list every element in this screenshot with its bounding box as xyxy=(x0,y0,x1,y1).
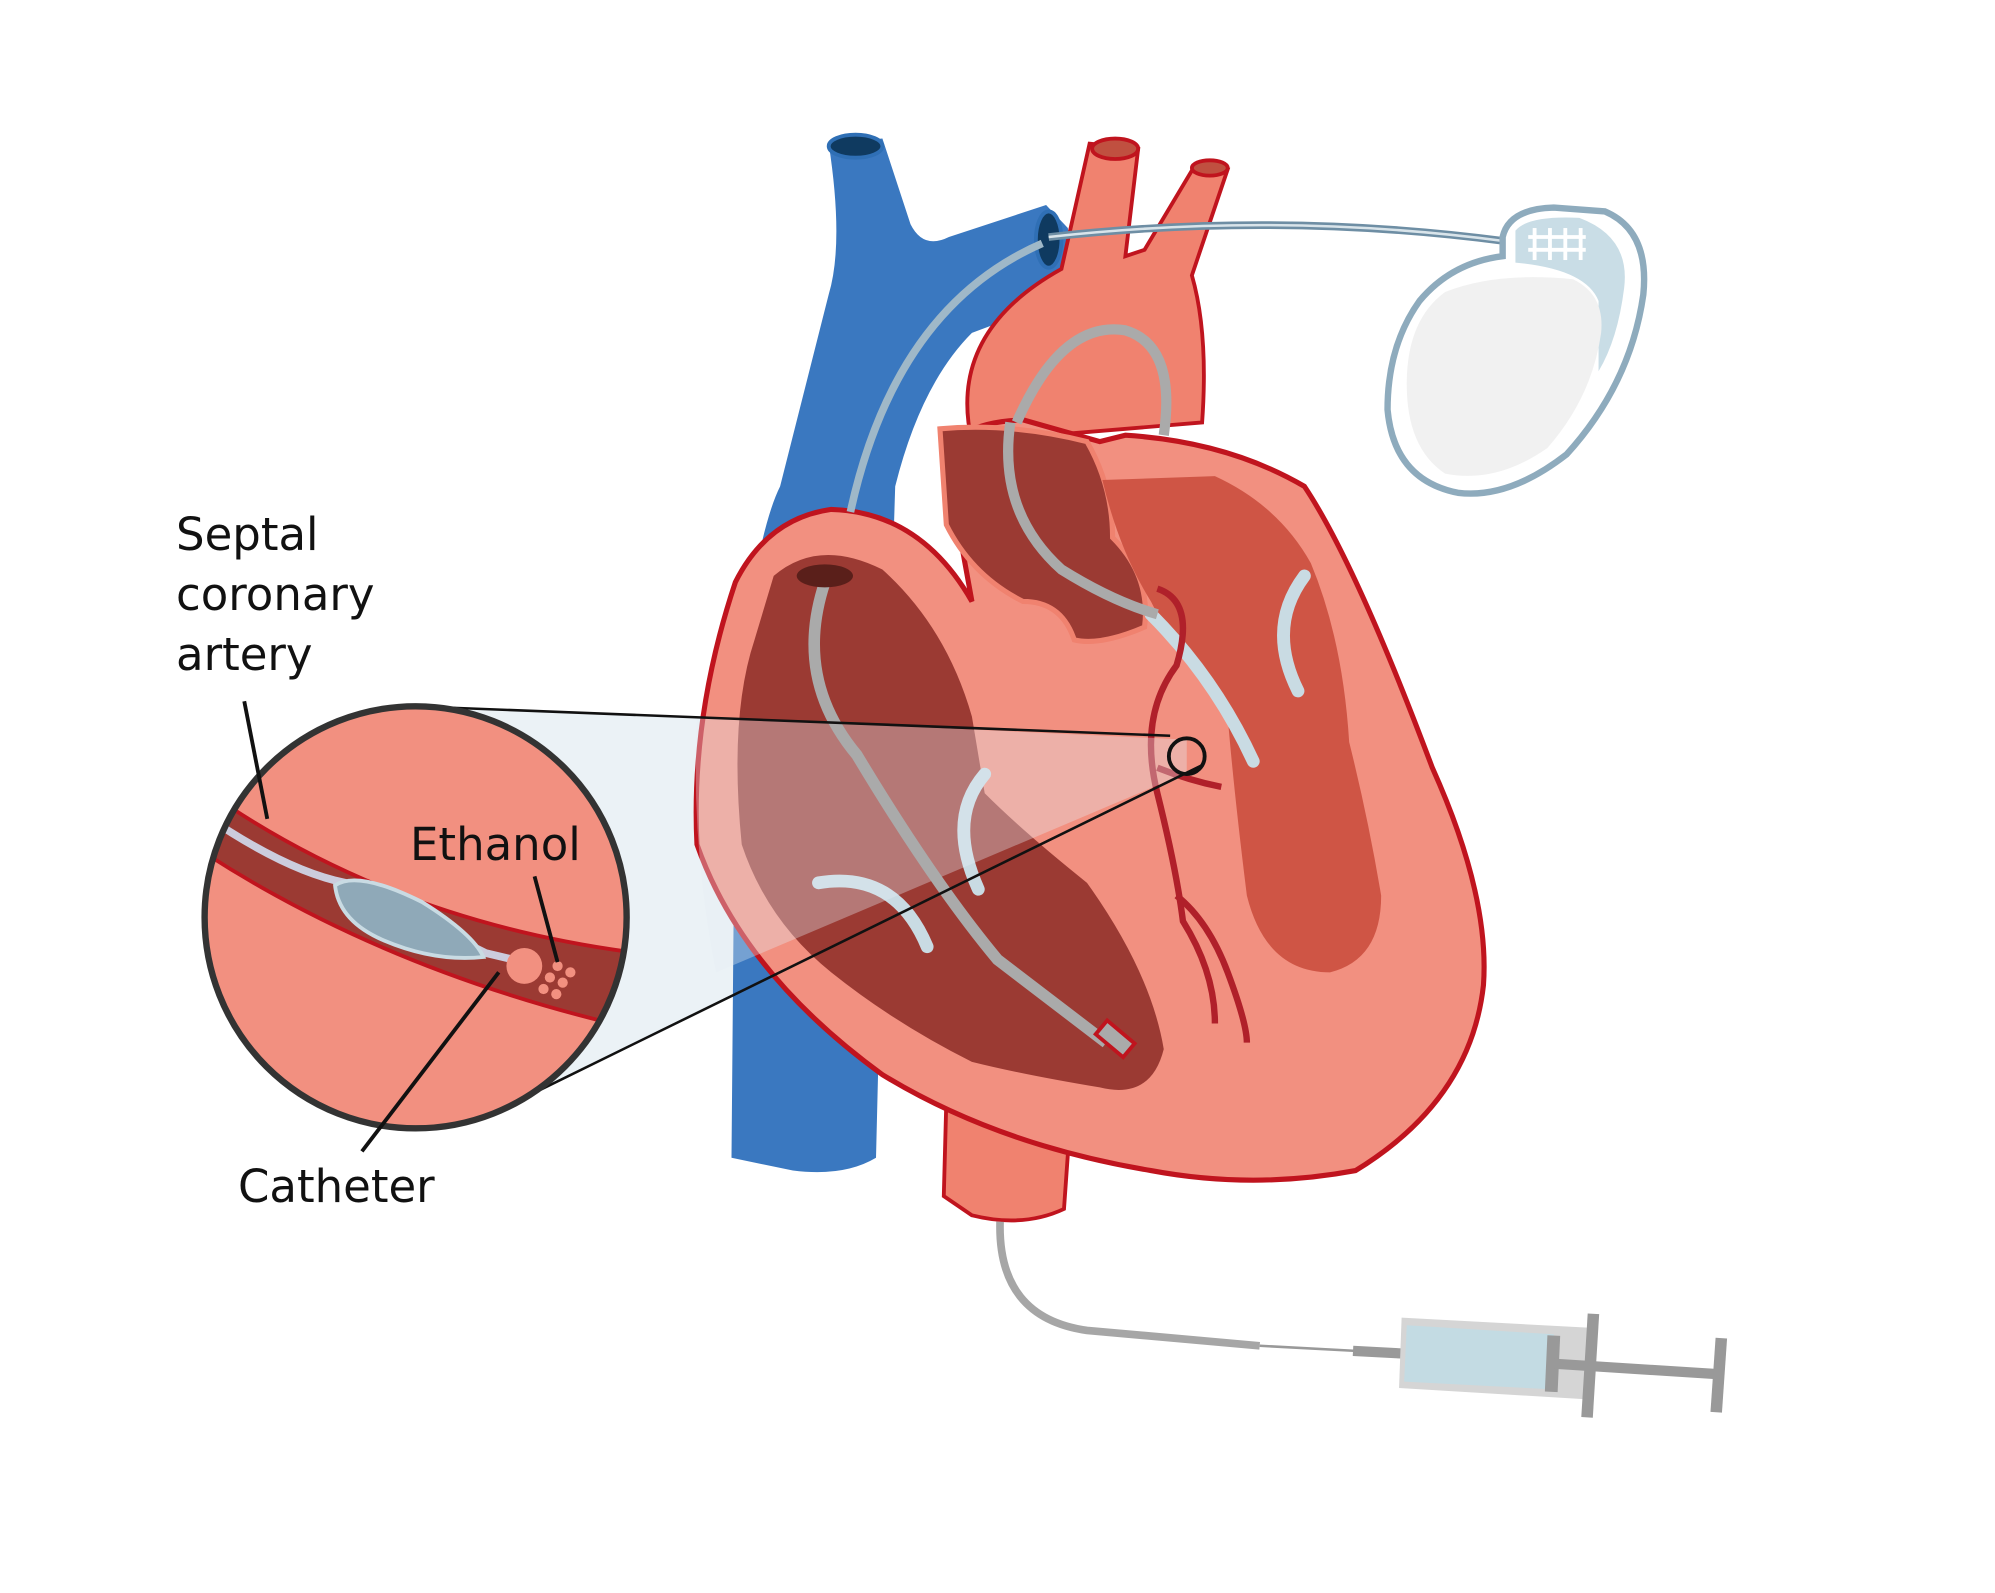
right-ventricle xyxy=(737,554,1164,1090)
catheter-tip xyxy=(506,948,543,984)
label-septal-coronary-artery: Septal coronary artery xyxy=(176,505,375,685)
septum-highlight xyxy=(695,716,1187,973)
label-line: artery xyxy=(176,628,313,681)
ethanol-leader xyxy=(532,875,560,963)
zoom-line-bottom xyxy=(523,764,1203,1099)
pacemaker-device xyxy=(1384,204,1648,497)
label-ethanol: Ethanol xyxy=(410,818,581,871)
pacemaker-lead xyxy=(808,221,1504,1048)
lead-tip xyxy=(1092,1017,1138,1060)
label-line: Septal xyxy=(176,508,319,561)
label-catheter: Catheter xyxy=(238,1160,435,1213)
syringe xyxy=(996,1221,1728,1418)
lead-entry xyxy=(796,564,853,588)
magnified-inset xyxy=(201,703,630,1132)
heart-valves xyxy=(812,569,1311,954)
ethanol-droplets xyxy=(538,960,576,1000)
zoom-line-top xyxy=(415,705,1171,738)
catheter-leader xyxy=(360,971,501,1153)
balloon xyxy=(333,878,487,960)
label-line: coronary xyxy=(176,568,375,621)
septal-leader xyxy=(242,700,270,820)
coronary-arteries xyxy=(1147,585,1251,1043)
